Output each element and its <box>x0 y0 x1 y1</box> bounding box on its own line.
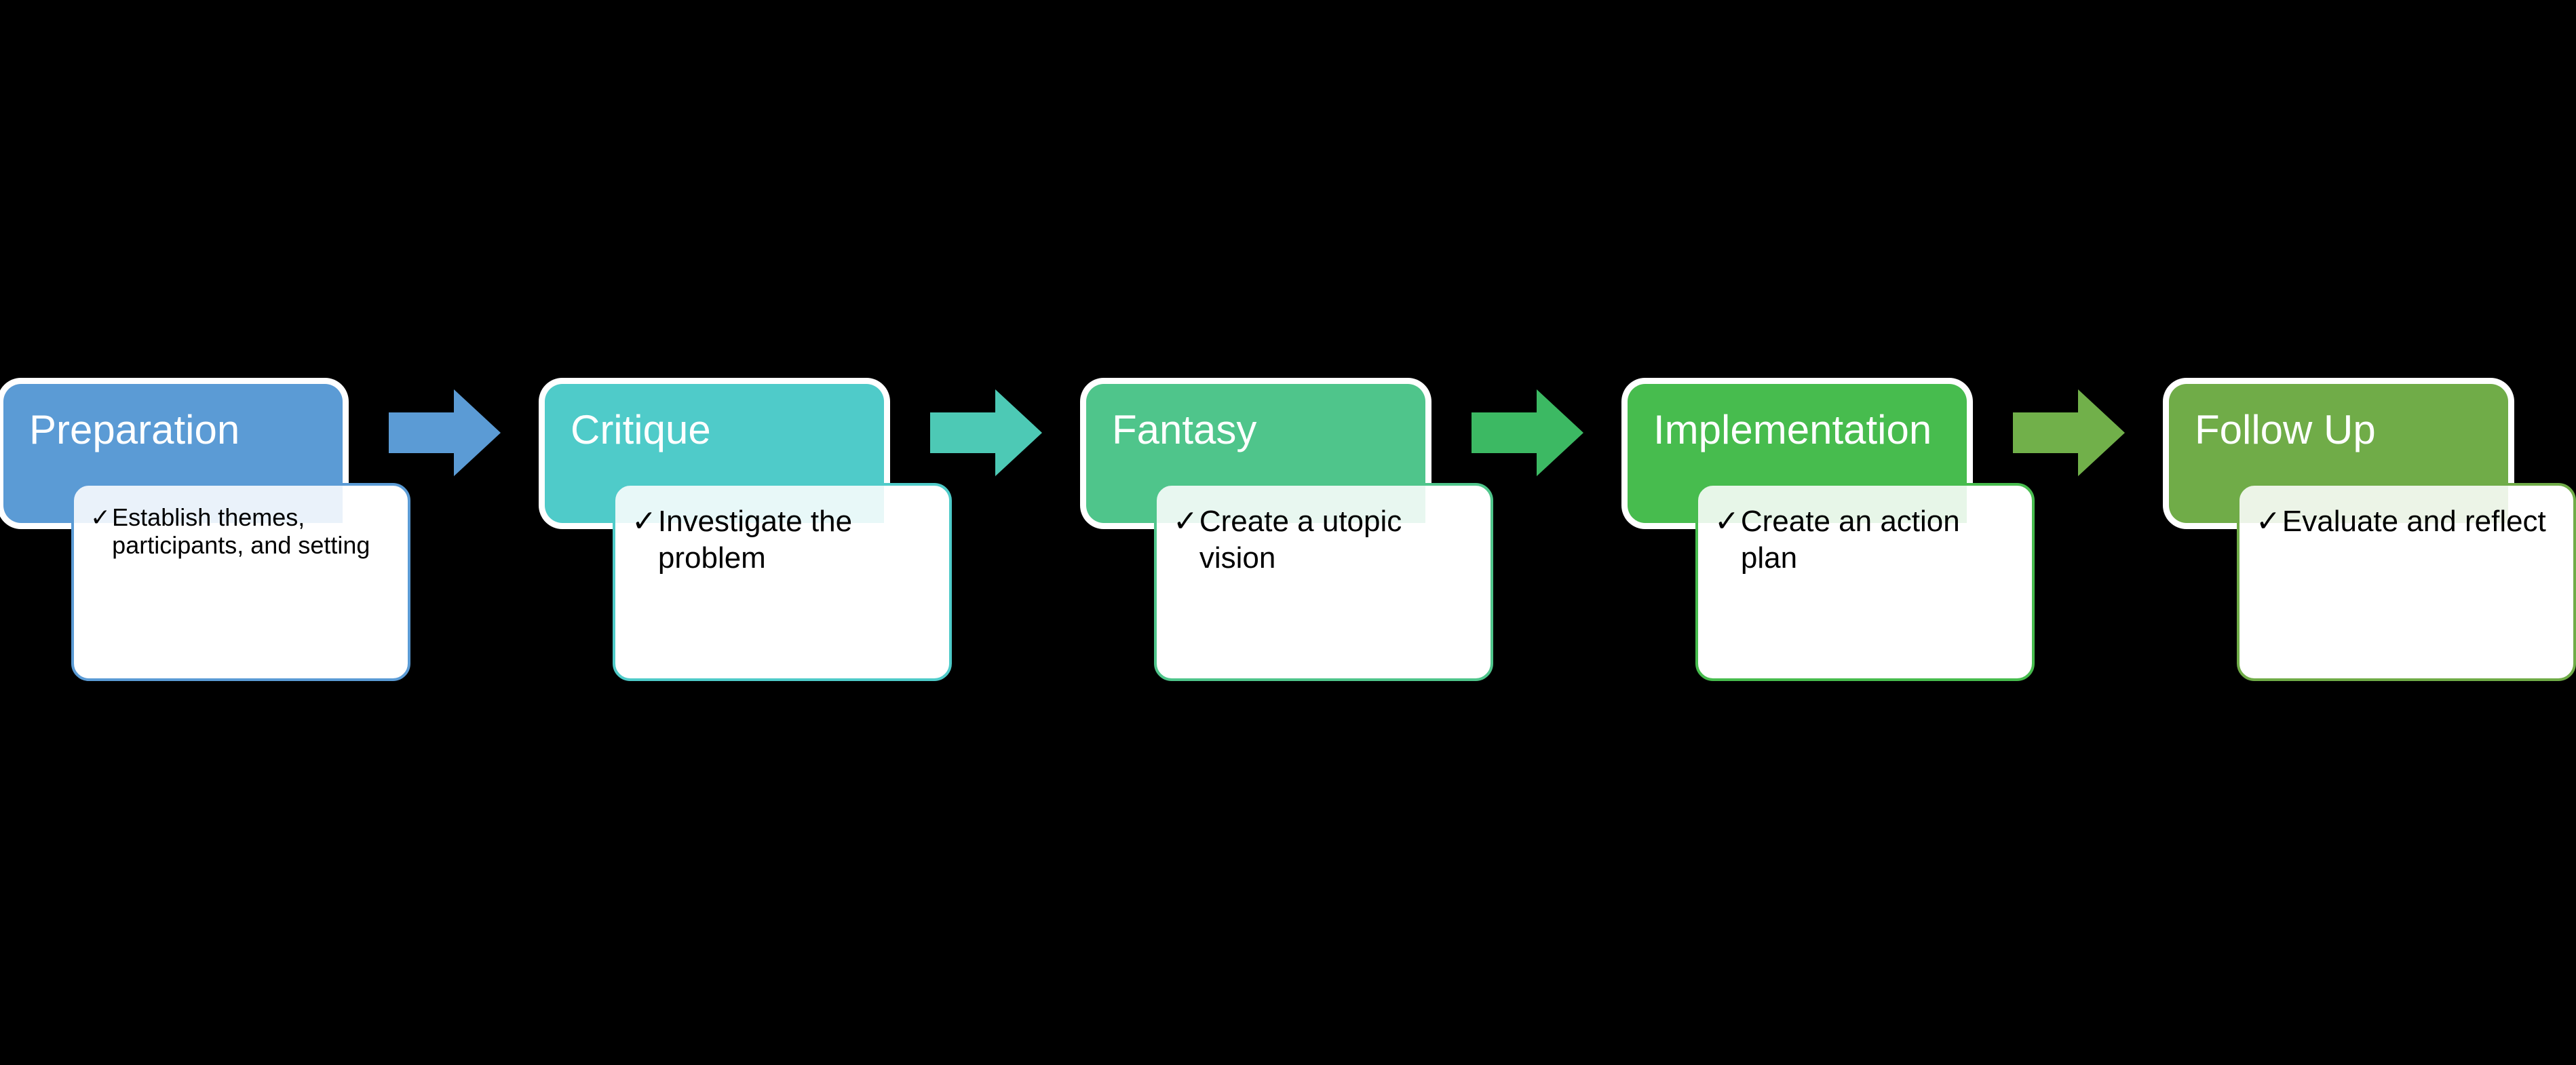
stage-fantasy-detail-text: Create a utopic vision <box>1199 505 1402 575</box>
stage-preparation-header-label: Preparation <box>29 407 240 452</box>
stage-critique-detail-text: Investigate the problem <box>657 505 853 575</box>
stage-follow-up-header-label: Follow Up <box>2195 407 2376 452</box>
check-icon: ✓ <box>632 505 657 538</box>
arrow-right-icon <box>389 389 501 476</box>
stage-fantasy-header-label: Fantasy <box>1112 407 1257 452</box>
stage-fantasy-header[interactable]: Fantasy <box>1086 384 1425 523</box>
stage-follow-up-detail-card[interactable]: ✓Evaluate and reflect <box>2237 483 2576 681</box>
stage-implementation-header-label: Implementation <box>1653 407 1932 452</box>
stage-fantasy-detail-card[interactable]: ✓Create a utopic vision <box>1154 483 1493 681</box>
stage-critique-detail-card[interactable]: ✓Investigate the problem <box>613 483 952 681</box>
arrow-right-icon <box>1472 389 1583 476</box>
check-icon: ✓ <box>1714 505 1739 538</box>
stage-critique: Critique ✓Investigate the problem <box>541 0 1042 1065</box>
stage-critique-card-body: ✓Investigate the problem <box>632 503 940 576</box>
arrow-right-icon <box>930 389 1042 476</box>
arrow-right-icon <box>2013 389 2125 476</box>
stage-fantasy: Fantasy ✓Create a utopic vision <box>1083 0 1583 1065</box>
stage-implementation: Implementation ✓Create an action plan <box>1624 0 2125 1065</box>
stage-preparation-detail-card[interactable]: ✓Establish themes, participants, and set… <box>71 483 410 681</box>
check-icon: ✓ <box>1173 505 1198 538</box>
check-icon: ✓ <box>2256 505 2281 538</box>
stage-follow-up-detail-text: Evaluate and reflect <box>2282 505 2546 538</box>
stage-implementation-detail-text: Create an action plan <box>1740 505 1960 575</box>
stage-follow-up-card-body: ✓Evaluate and reflect <box>2256 503 2564 540</box>
check-icon: ✓ <box>90 503 111 531</box>
stage-critique-header-label: Critique <box>571 407 711 452</box>
stage-follow-up: Follow Up ✓Evaluate and reflect <box>2166 0 2576 1065</box>
stage-preparation-detail-text: Establish themes, participants, and sett… <box>112 503 370 560</box>
stage-implementation-detail-card[interactable]: ✓Create an action plan <box>1695 483 2035 681</box>
stage-fantasy-card-body: ✓Create a utopic vision <box>1173 503 1481 576</box>
stage-preparation-card-body: ✓Establish themes, participants, and set… <box>90 503 398 560</box>
stage-preparation: Preparation ✓Establish themes, participan… <box>0 0 501 1065</box>
stage-implementation-card-body: ✓Create an action plan <box>1714 503 2022 576</box>
